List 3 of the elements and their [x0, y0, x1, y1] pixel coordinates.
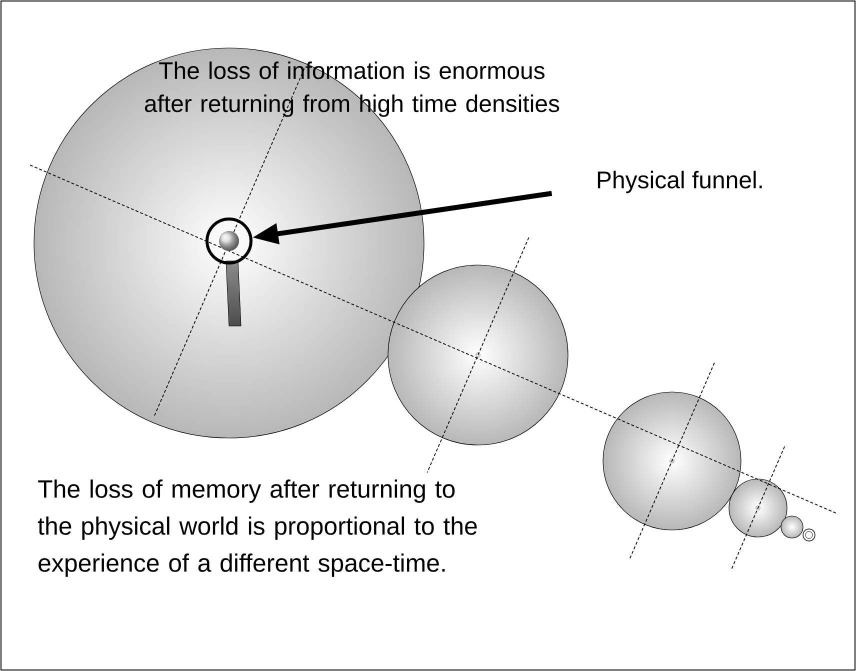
funnel-drawing — [206, 218, 252, 326]
caption-text: The loss of memory after returning to the physical world is proportional to the experience of a different space-time. — [38, 480, 477, 577]
node-label: Physical funnel. — [598, 170, 762, 194]
